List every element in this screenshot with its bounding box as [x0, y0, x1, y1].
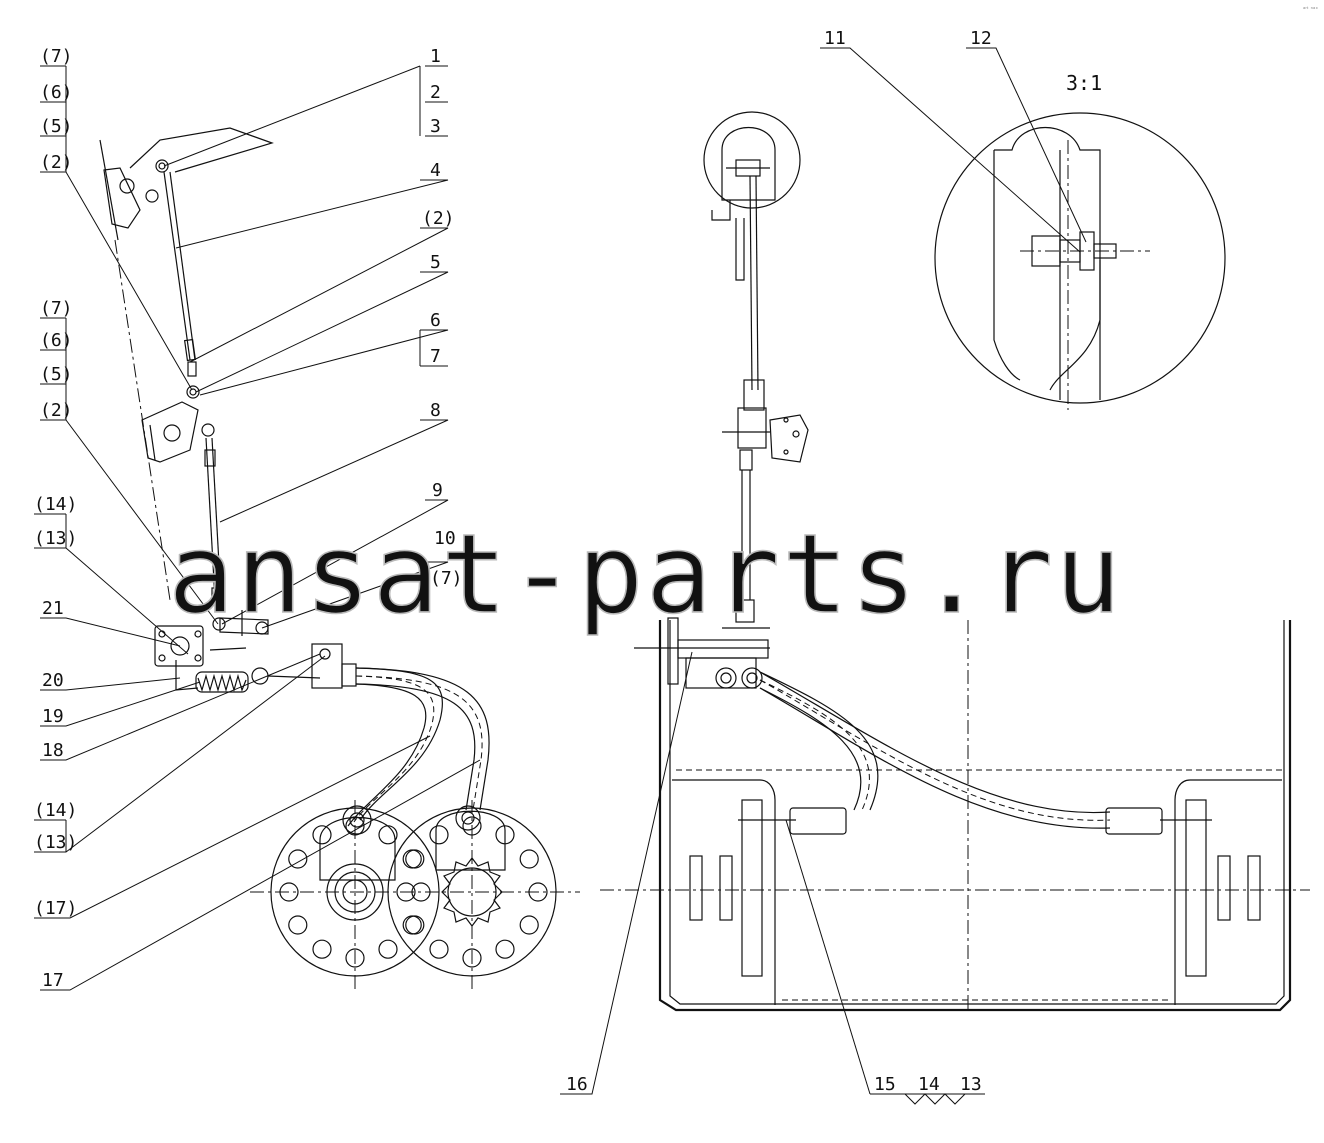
label-17: 17: [42, 970, 64, 991]
label-(17): (17): [34, 898, 77, 919]
label-13: 13: [960, 1074, 982, 1095]
wheel-hole: [288, 849, 308, 869]
label-12: 12: [970, 28, 992, 49]
left-view: [99, 127, 580, 990]
wheel-hole: [378, 939, 398, 959]
wheel-hole: [279, 882, 299, 902]
label-6: 6: [430, 310, 441, 331]
label-8: 8: [430, 400, 441, 421]
wheel-hole: [429, 825, 449, 845]
wheel-hole: [345, 948, 365, 968]
label-15: 15: [874, 1074, 896, 1095]
label-(2)-a: (2): [40, 152, 73, 173]
wheel-hole: [288, 915, 308, 935]
wheel-hole: [312, 825, 332, 845]
wheel-hole: [405, 849, 425, 869]
label-16: 16: [566, 1074, 588, 1095]
label-18: 18: [42, 740, 64, 761]
label-10: 10: [434, 528, 456, 549]
label-(2)-c: (2): [422, 208, 455, 229]
detail-scale-label: 3:1: [1066, 71, 1102, 95]
label-(7)-b: (7): [40, 298, 73, 319]
label-20: 20: [42, 670, 64, 691]
label-21: 21: [42, 598, 64, 619]
label-(5)-b: (5): [40, 364, 73, 385]
wheel-hole: [495, 825, 515, 845]
wheel-hole: [519, 849, 539, 869]
label-(2)-b: (2): [40, 400, 73, 421]
wheel-hole: [378, 825, 398, 845]
wheel-hole: [396, 882, 416, 902]
wheel-hole: [495, 939, 515, 959]
label-(5)-a: (5): [40, 116, 73, 137]
label-2: 2: [430, 82, 441, 103]
label-(13)-b: (13): [34, 832, 77, 853]
wheel-hole: [519, 915, 539, 935]
label-(7)-c: (7): [430, 568, 463, 589]
wheel-hole: [528, 882, 548, 902]
label-(14)-b: (14): [34, 800, 77, 821]
label-4: 4: [430, 160, 441, 181]
wheel-hole: [462, 948, 482, 968]
corner-mark: ₐᵣₜ ₙₐₓ: [1303, 4, 1318, 11]
label-9: 9: [432, 480, 443, 501]
label-5: 5: [430, 252, 441, 273]
wheel-hole: [405, 915, 425, 935]
wheel-hole: [462, 816, 482, 836]
label-11: 11: [824, 28, 846, 49]
label-7: 7: [430, 346, 441, 367]
watermark: ansat-parts.ru: [168, 510, 1123, 638]
label-(14)-a: (14): [34, 494, 77, 515]
wheel-hole: [411, 882, 431, 902]
label-(13)-a: (13): [34, 528, 77, 549]
label-(7)-a: (7): [40, 46, 73, 67]
label-14: 14: [918, 1074, 940, 1095]
wheel-hole: [429, 939, 449, 959]
label-3: 3: [430, 116, 441, 137]
wheel-hole: [312, 939, 332, 959]
label-(6)-a: (6): [40, 82, 73, 103]
detail-view-3-1: [934, 112, 1226, 410]
wheel-hole: [345, 816, 365, 836]
front-view: [600, 111, 1310, 1012]
label-19: 19: [42, 706, 64, 727]
leader-lines: [34, 47, 1087, 1105]
label-(6)-b: (6): [40, 330, 73, 351]
label-1: 1: [430, 46, 441, 67]
callouts: (7) (6) (5) (2) (7) (6) (5) (2) (14) (13…: [34, 28, 1102, 1095]
